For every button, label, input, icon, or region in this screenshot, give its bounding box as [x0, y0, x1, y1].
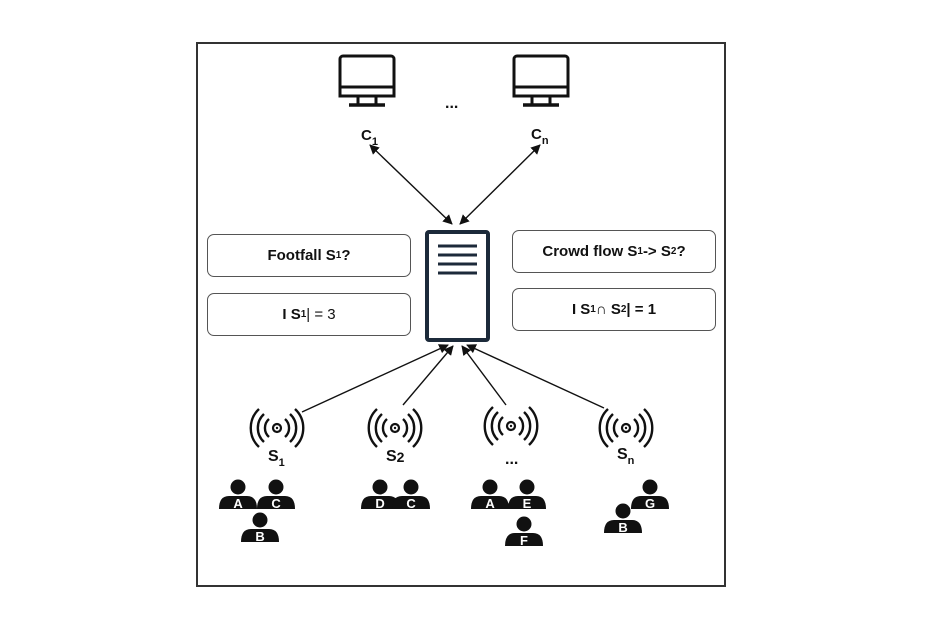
client-ellipsis: ...	[445, 95, 458, 112]
person-icon: F	[505, 516, 543, 548]
person-icon: E	[508, 479, 546, 511]
person-icon: D	[361, 479, 399, 511]
person-icon: B	[241, 512, 279, 544]
person-icon: C	[392, 479, 430, 511]
svg-text:D: D	[375, 496, 384, 511]
antenna-icon	[249, 407, 305, 449]
svg-text:C: C	[406, 496, 416, 511]
svg-text:A: A	[233, 496, 243, 511]
svg-text:G: G	[645, 496, 655, 511]
svg-text:F: F	[520, 533, 528, 548]
query-footfall-prefix: Footfall S	[267, 247, 336, 264]
person-icon: A	[219, 479, 257, 511]
sensor-ellipsis-label: ...	[505, 451, 518, 468]
query-crowdflow-suffix: ?	[676, 243, 686, 260]
person-icon: C	[257, 479, 295, 511]
person-icon: B	[604, 503, 642, 535]
answer-footfall-prefix: I S	[282, 306, 301, 323]
person-icon: G	[631, 479, 669, 511]
diagram-frame	[196, 42, 726, 587]
sensor-1-label: S1	[268, 448, 285, 469]
sensor-1-arrow	[301, 344, 449, 413]
client-1-label: C1	[361, 127, 378, 148]
query-crowdflow-sub1: 1	[637, 246, 643, 257]
answer-footfall-suffix: | = 3	[306, 306, 336, 323]
svg-text:A: A	[485, 496, 495, 511]
server-icon	[425, 230, 490, 342]
query-footfall-sub: 1	[335, 250, 342, 261]
answer-crowdflow-suffix: | = 1	[626, 301, 657, 318]
query-crowdflow-sub2: 2	[670, 246, 677, 257]
query-crowdflow-mid: -> S	[642, 243, 671, 260]
sensor-2-label: S2	[386, 448, 405, 465]
answer-footfall-sub: 1	[300, 309, 307, 320]
person-icon: A	[471, 479, 509, 511]
antenna-icon	[367, 407, 423, 449]
answer-crowdflow-prefix: I S	[571, 301, 591, 318]
monitor-icon	[512, 54, 570, 107]
client-n-server-arrow	[459, 144, 541, 225]
svg-text:E: E	[523, 496, 532, 511]
query-footfall-suffix: ?	[341, 247, 351, 264]
query-crowdflow-prefix: Crowd flow S	[542, 243, 638, 260]
answer-crowdflow-sub1: 1	[590, 304, 596, 315]
svg-text:B: B	[618, 520, 627, 535]
answer-crowdflow-mid: ∩ S	[595, 301, 621, 318]
client-1-server-arrow	[369, 144, 453, 225]
client-n-label: Cn	[531, 126, 549, 147]
answer-crowdflow-sub2: 2	[620, 304, 627, 315]
sensor-n-label: Sn	[617, 446, 635, 467]
antenna-icon	[483, 405, 539, 447]
sensor-n-arrow	[466, 344, 605, 409]
antenna-icon	[598, 407, 654, 449]
sensor-2-arrow	[402, 345, 454, 406]
svg-text:C: C	[271, 496, 281, 511]
svg-text:B: B	[255, 529, 264, 544]
sensor-3-arrow	[461, 345, 507, 406]
monitor-icon	[338, 54, 396, 107]
